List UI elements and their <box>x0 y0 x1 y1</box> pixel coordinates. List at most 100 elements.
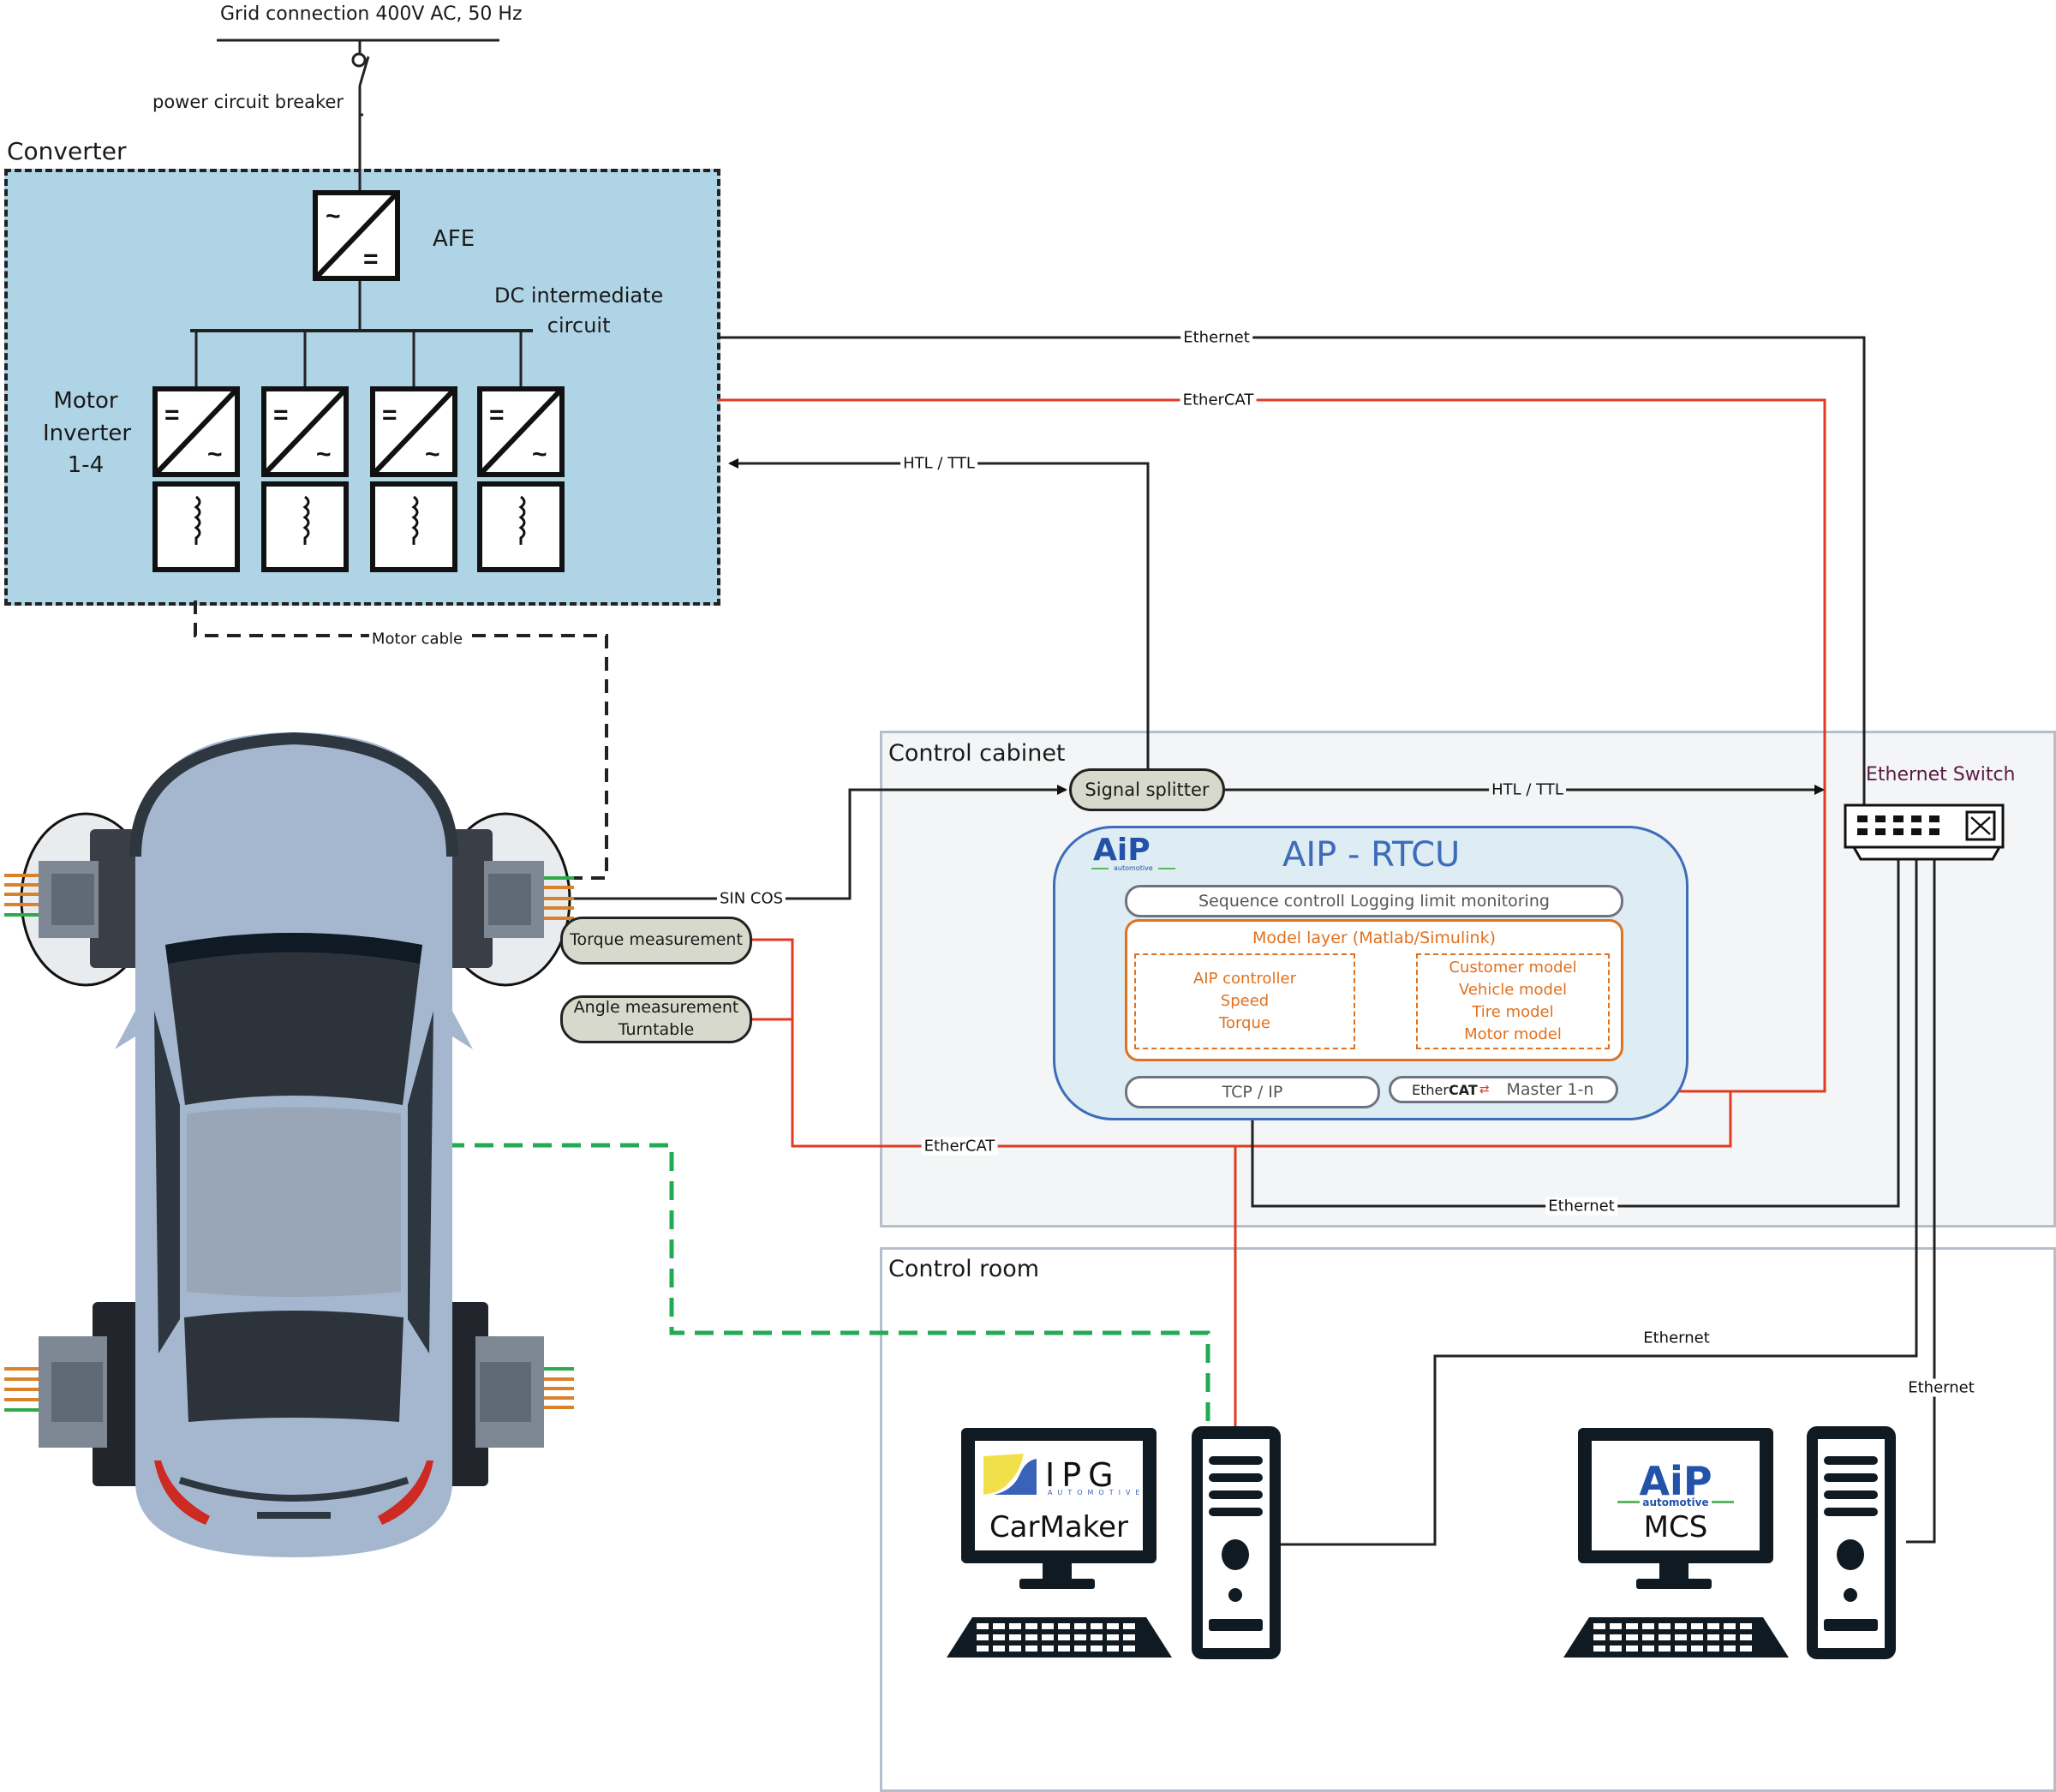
keyboard-key-icon <box>1025 1623 1037 1629</box>
ethercat-logo: EtherCAT <box>1412 1082 1478 1098</box>
svg-text:=: = <box>164 401 180 429</box>
carmaker-monitor-icon <box>947 1428 1172 1658</box>
afe-converter-icon <box>313 190 400 281</box>
keyboard-key-icon <box>1740 1634 1752 1640</box>
keyboard-key-icon <box>1593 1634 1605 1640</box>
keyboard-key-icon <box>1042 1623 1054 1629</box>
keyboard-key-icon <box>1058 1634 1070 1640</box>
switch-port-icon <box>1929 815 1939 835</box>
keyboard-key-icon <box>977 1646 989 1652</box>
svg-text:=: = <box>489 401 505 429</box>
keyboard-key-icon <box>1740 1623 1752 1629</box>
svg-text:=: = <box>382 401 397 429</box>
dc-circuit-line2: circuit <box>547 313 611 337</box>
keyboard-key-icon <box>977 1634 989 1640</box>
motor-inverter-label: Motor Inverter 1-4 <box>43 385 132 482</box>
model-item: Motor model <box>1464 1025 1562 1044</box>
keyboard-key-icon <box>1123 1634 1135 1640</box>
model-item: Customer model <box>1449 958 1577 977</box>
keyboard-key-icon <box>1675 1646 1687 1652</box>
sin-cos-label: SIN COS <box>716 889 786 908</box>
keyboard-key-icon <box>1659 1646 1670 1652</box>
dc-circuit-label: DC intermediate circuit <box>494 281 663 341</box>
keyboard-key-icon <box>1058 1623 1070 1629</box>
control-cabinet-title: Control cabinet <box>888 740 1066 767</box>
keyboard-key-icon <box>1691 1623 1703 1629</box>
keyboard-key-icon <box>1025 1634 1037 1640</box>
ethercat-bottom-label: EtherCAT <box>921 1137 998 1156</box>
breaker-switch-icon <box>358 56 370 87</box>
keyboard-key-icon <box>1707 1623 1719 1629</box>
switch-port-icon <box>1875 815 1886 835</box>
mcs-tower-icon <box>1807 1426 1896 1659</box>
carmaker-app-label: CarMaker <box>989 1510 1129 1544</box>
grid-title: Grid connection 400V AC, 50 Hz <box>220 3 523 25</box>
ethercat-top-label: EtherCAT <box>1180 391 1257 409</box>
motor-inverter-icon: =~ <box>370 331 457 572</box>
keyboard-key-icon <box>1659 1623 1670 1629</box>
control-room-title: Control room <box>888 1256 1040 1282</box>
keyboard-key-icon <box>1593 1623 1605 1629</box>
converter-title: Converter <box>7 137 127 165</box>
keyboard-key-icon <box>1724 1634 1736 1640</box>
models-group: Customer model Vehicle model Tire model … <box>1416 953 1610 1049</box>
keyboard-key-icon <box>993 1623 1005 1629</box>
model-layer <box>1125 919 1623 1061</box>
keyboard-key-icon <box>1610 1623 1622 1629</box>
motor-cable-label: Motor cable <box>368 630 466 648</box>
ethercat-converter-line <box>717 398 1826 1093</box>
keyboard-key-icon <box>1724 1623 1736 1629</box>
afe-label: AFE <box>433 226 475 252</box>
keyboard-key-icon <box>1593 1646 1605 1652</box>
keyboard-key-icon <box>993 1646 1005 1652</box>
carmaker-tower-icon <box>1192 1426 1281 1659</box>
keyboard-key-icon <box>1659 1634 1670 1640</box>
afe-ac-symbol: ~ <box>326 202 341 230</box>
keyboard-key-icon <box>1107 1634 1119 1640</box>
keyboard-key-icon <box>1123 1623 1135 1629</box>
keyboard-key-icon <box>1107 1623 1119 1629</box>
sequence-layer: Sequence controll Logging limit monitori… <box>1125 885 1623 917</box>
motor-inverter-icon: =~ <box>152 331 240 572</box>
keyboard-key-icon <box>1675 1634 1687 1640</box>
keyboard-key-icon <box>1610 1646 1622 1652</box>
ethernet-carmaker-label: Ethernet <box>1641 1329 1712 1347</box>
sin-cos-line <box>565 785 1067 900</box>
ethernet-mcs-label: Ethernet <box>1905 1378 1977 1397</box>
rtcu-logo-underline-right <box>1158 868 1175 869</box>
ipg-logo-sub: AUTOMOTIVE <box>1048 1489 1145 1496</box>
ethernet-carmaker-line <box>1278 844 1918 1546</box>
mcs-app-label: MCS <box>1643 1510 1708 1544</box>
ethercat-master-label: Master 1-n <box>1506 1080 1594 1099</box>
rtcu-aip-logo-sub: automotive <box>1114 864 1153 872</box>
tcp-ip-block: TCP / IP <box>1125 1076 1380 1108</box>
keyboard-key-icon <box>1691 1634 1703 1640</box>
angle-measurement-line2: Turntable <box>618 1020 695 1039</box>
controller-item: AIP controller <box>1192 969 1297 988</box>
ethercat-master-block: EtherCAT ⇄ Master 1-n <box>1389 1076 1618 1103</box>
keyboard-key-icon <box>1642 1634 1654 1640</box>
keyboard-key-icon <box>1107 1646 1119 1652</box>
car-icon <box>4 732 574 1557</box>
wheel-rear-left-icon <box>39 1302 144 1486</box>
ethernet-switch-icon <box>1844 803 2005 861</box>
keyboard-key-icon <box>1626 1646 1638 1652</box>
keyboard-key-icon <box>1009 1646 1021 1652</box>
htl-ttl-switch-label: HTL / TTL <box>1489 780 1566 799</box>
wheel-rear-right-icon <box>437 1302 544 1486</box>
ethercat-measurement-line <box>751 938 1732 1148</box>
keyboard-key-icon <box>1091 1634 1103 1640</box>
mcs-monitor-icon <box>1563 1428 1789 1658</box>
keyboard-key-icon <box>1009 1623 1021 1629</box>
ethercat-arrows-icon: ⇄ <box>1479 1083 1490 1096</box>
htl-ttl-feedback-line <box>728 458 1150 768</box>
keyboard-key-icon <box>1091 1646 1103 1652</box>
car-to-carmaker-link <box>445 1143 1210 1431</box>
switch-port-icon <box>1857 815 1868 835</box>
keyboard-key-icon <box>1610 1634 1622 1640</box>
inverter-label-line2: Inverter <box>43 420 132 446</box>
controller-item: Speed <box>1220 991 1270 1010</box>
keyboard-key-icon <box>1042 1634 1054 1640</box>
keyboard-key-icon <box>1091 1623 1103 1629</box>
